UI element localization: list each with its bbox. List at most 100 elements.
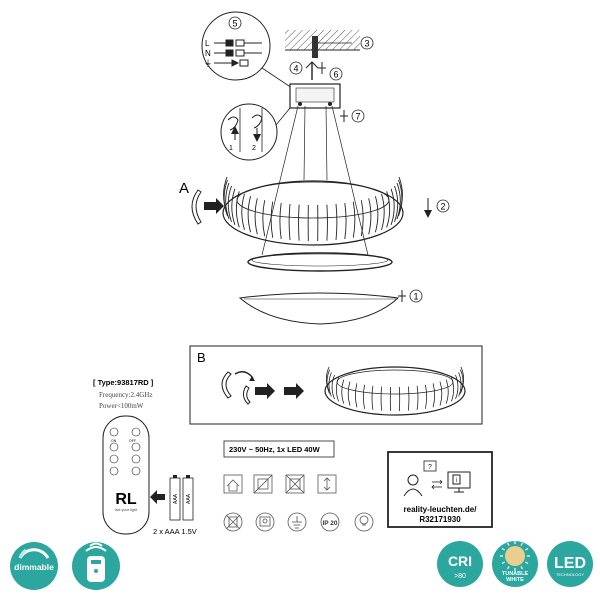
symbol-icons [224, 475, 336, 493]
badge-dimmable-text: dimmable [14, 562, 54, 572]
cage-bar [345, 203, 346, 239]
callout-4: 4 [293, 64, 298, 74]
badge-led-sub: TECHNOLOGY [556, 572, 584, 577]
panel-b: B [190, 346, 482, 424]
support-url: reality-leuchten.de/ [404, 505, 478, 514]
insert-arrow-icon [150, 490, 165, 504]
cage-bar [228, 186, 231, 222]
batteries: AAA AAA 2 x AAA 1.5V [150, 475, 197, 536]
cage-bar [280, 203, 281, 239]
bulb-icon [355, 513, 373, 531]
remote-frequency: Frequency:2.4GHz [99, 391, 152, 399]
no-cover-icon [286, 475, 304, 493]
canopy [290, 84, 340, 108]
cage-bar [248, 196, 251, 232]
badge-cri: CRI >80 [437, 541, 483, 587]
badge-cri-text: CRI [448, 553, 472, 569]
voltage-text: 230V ~ 50Hz, 1x LED 40W [229, 445, 321, 454]
cage-bar [299, 205, 300, 241]
remote-button [110, 443, 118, 451]
badge-tunable-white: TUNABLE WHITE [492, 541, 538, 587]
cage-bar [375, 196, 378, 232]
cage-bar [387, 191, 390, 227]
remote-button [132, 455, 140, 463]
rotate-arrow-icon [398, 290, 406, 302]
btn-on-label: ON [111, 439, 117, 443]
cage-bar [271, 202, 273, 238]
distance-icon [318, 475, 336, 493]
callout-2: 2 [440, 202, 445, 212]
step-1: 1 [229, 145, 233, 152]
remote-button [110, 428, 118, 436]
battery-label: AAA [173, 493, 179, 504]
indoor-use-icon [224, 475, 242, 493]
remote-power: Power<100mW [99, 402, 144, 410]
callout-5: 5 [232, 19, 237, 29]
wire-label-n: N [205, 49, 211, 58]
remote-info: [ Type:93817RD ] Frequency:2.4GHz Power<… [93, 378, 154, 410]
diffuser [240, 293, 398, 324]
remote-button [110, 467, 118, 475]
rotate-arrow-icon [340, 110, 348, 122]
badge-led-text: LED [554, 555, 586, 572]
no-bin-icon [224, 513, 242, 531]
cage-bar [382, 194, 385, 230]
lower-ring [248, 253, 392, 271]
cage-bar [395, 186, 398, 222]
remote-button [110, 455, 118, 463]
remote-pairing-icon [256, 513, 274, 531]
cage-bar [353, 202, 355, 238]
cage-bar [361, 200, 363, 236]
cage-bar [255, 198, 257, 234]
svg-text:i: i [456, 478, 457, 484]
no-dimmer-icon [254, 475, 272, 493]
cage-bar [289, 204, 290, 240]
remote-button [132, 428, 140, 436]
svg-text:?: ? [428, 464, 432, 471]
remote-button [132, 467, 140, 475]
btn-off-label: OFF [129, 439, 136, 443]
remote-button [132, 443, 140, 451]
badge-dimmable: dimmable [10, 542, 58, 590]
support-box: ? i reality-leuchten.de/ R32171930 [388, 452, 492, 527]
battery-label: AAA [186, 493, 192, 504]
cage-bar [391, 189, 394, 225]
earth-icon: ⏚ [204, 59, 212, 68]
wiring-detail: 5 L N ⏚ [202, 12, 292, 88]
badge-tunable-2: WHITE [506, 577, 524, 583]
symbol-icons-2 [224, 513, 373, 531]
cage-bar [242, 194, 245, 230]
rl-tagline: live your light [115, 508, 138, 512]
badge-cri-sub: >80 [454, 573, 466, 580]
callout-7: 7 [355, 112, 360, 122]
cage-bar [263, 200, 265, 236]
screwdriver-icon [306, 62, 318, 80]
ceiling-mount: 3 [285, 30, 373, 58]
label-b: B [197, 350, 206, 365]
ip-rating-text: IP 20 [322, 520, 337, 527]
rotate-arrow-icon [318, 62, 326, 74]
wire-label-l: L [205, 39, 210, 48]
protection-class-icon [288, 513, 306, 531]
rl-logo: RL [115, 491, 137, 508]
cage-bar [369, 198, 371, 234]
battery-spec: 2 x AAA 1.5V [153, 527, 197, 536]
voltage-spec: 230V ~ 50Hz, 1x LED 40W [224, 441, 334, 457]
badge-remote [72, 542, 120, 590]
lamp-cage [223, 177, 403, 245]
cage-bar [232, 189, 235, 225]
callout-1: 1 [413, 292, 418, 302]
step-2: 2 [252, 145, 256, 152]
support-code: R32171930 [419, 515, 461, 524]
cover-piece-a [192, 190, 201, 224]
cage-bar [236, 191, 239, 227]
remote-control: ON OFF RL live your light [103, 416, 149, 534]
suspension-detail: 1 2 [221, 104, 290, 160]
insert-arrow-icon [204, 198, 224, 214]
label-a: A [179, 180, 189, 197]
callout-6: 6 [333, 70, 338, 80]
callout-3: 3 [364, 39, 369, 49]
remote-type: [ Type:93817RD ] [93, 378, 154, 387]
cage-bar [336, 204, 337, 240]
